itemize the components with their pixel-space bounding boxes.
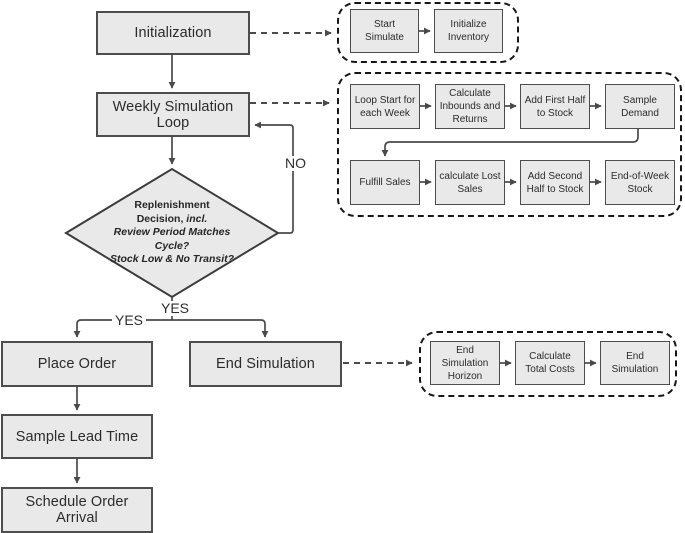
decision-line-1: Replenishment (134, 199, 210, 211)
subnode-end-of-week-stock: End-of-Week Stock (605, 160, 675, 205)
subnode-loop-start: Loop Start for each Week (350, 84, 420, 129)
edge-yes-right (172, 319, 269, 338)
subnode-sample-demand: Sample Demand (605, 84, 675, 129)
weekly-subflow-container (337, 72, 682, 217)
edge-no-loop (254, 121, 294, 234)
subnode-fulfill-sales: Fulfill Sales (350, 160, 420, 205)
edge-label-yes-main: YES (158, 301, 193, 316)
subnode-end-sim-horizon: End Simulation Horizon (430, 341, 500, 385)
node-sample-lead-time: Sample Lead Time (1, 414, 153, 459)
edge-yes-left (73, 319, 172, 338)
decision-diamond-label: Replenishment Decision, incl. Review Per… (92, 199, 252, 267)
end-subflow-container (419, 331, 677, 397)
node-place-order: Place Order (1, 341, 153, 387)
node-initialization: Initialization (96, 11, 250, 55)
decision-line-5: Stock Low & No Transit? (109, 253, 235, 266)
subnode-calc-lost-sales: calculate Lost Sales (435, 160, 505, 205)
decision-line-4: Cycle? (154, 239, 190, 252)
decision-line-2: Decision, incl. (136, 212, 208, 225)
node-weekly-simulation-loop: Weekly Simulation Loop (96, 92, 250, 137)
subnode-calc-total-costs: Calculate Total Costs (515, 341, 585, 385)
subnode-end-simulation: End Simulation (600, 341, 670, 385)
edge-label-yes-branch: YES (112, 313, 147, 328)
node-end-simulation: End Simulation (189, 341, 342, 387)
node-schedule-order-arrival: Schedule Order Arrival (1, 487, 153, 533)
edge-weekly-wrap (381, 129, 639, 157)
edge-label-no: NO (282, 156, 309, 171)
subnode-calc-inbounds: Calculate Inbounds and Returns (435, 84, 505, 129)
decision-line-3: Review Period Matches (113, 226, 231, 239)
subnode-add-first-half: Add First Half to Stock (520, 84, 590, 129)
subnode-add-second-half: Add Second Half to Stock (520, 160, 590, 205)
subnode-start-simulate: Start Simulate (350, 9, 419, 53)
subnode-initialize-inventory: Initialize Inventory (434, 9, 503, 53)
init-subflow-container (337, 2, 519, 63)
